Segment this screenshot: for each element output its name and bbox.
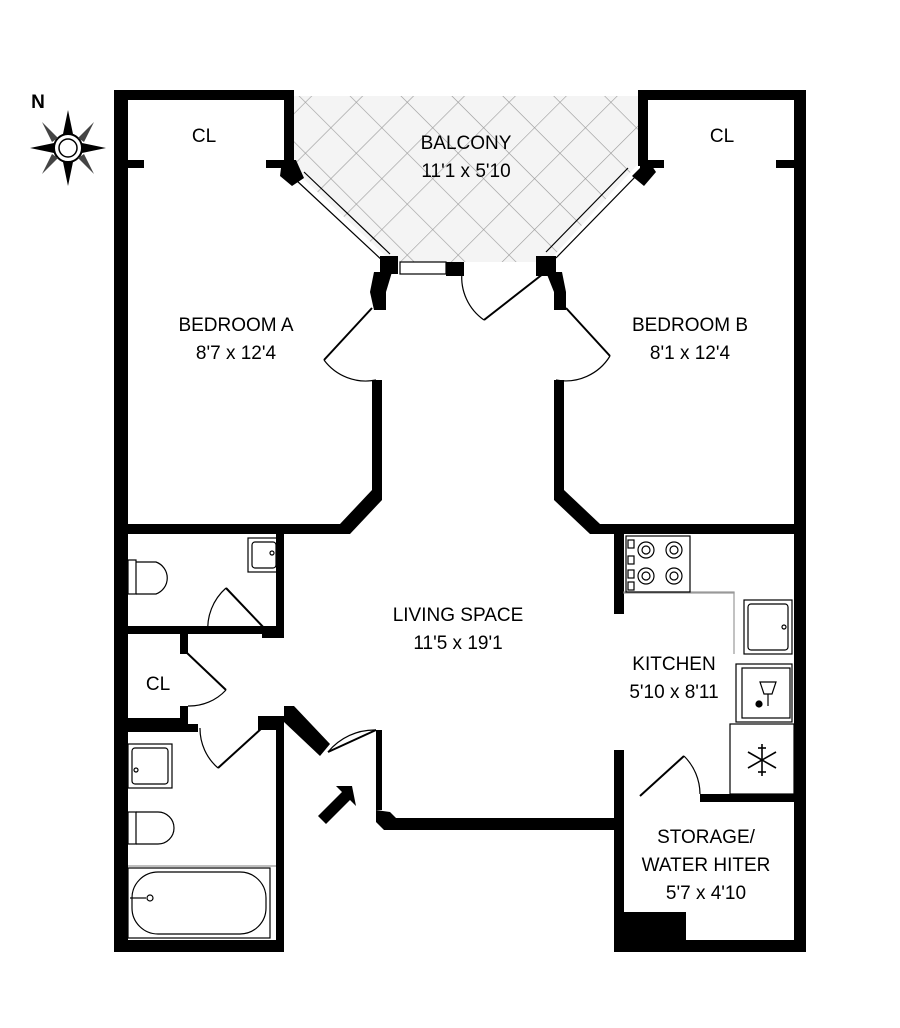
walls — [114, 90, 806, 952]
living-space-size: 11'5 x 19'1 — [413, 633, 502, 654]
sink-icon — [743, 599, 793, 655]
doors — [185, 269, 701, 797]
refrigerator-icon — [729, 723, 795, 795]
sink-icon — [247, 537, 281, 573]
toilet-icon — [127, 559, 168, 595]
kitchen-label: KITCHEN — [632, 654, 715, 675]
balcony-label: BALCONY — [421, 133, 512, 154]
entry-arrow-icon — [318, 786, 356, 824]
bathroom-2-fixtures — [127, 743, 276, 939]
balcony-floor — [292, 96, 638, 262]
bathroom-1-fixtures — [127, 537, 281, 595]
stove-icon — [625, 535, 691, 593]
bedroom-a-label: BEDROOM A — [178, 315, 293, 336]
kitchen-fixtures — [623, 535, 795, 795]
storage-label-line2: WATER HITER — [642, 855, 771, 876]
closet-hall-label: CL — [146, 674, 170, 695]
bedroom-b-size: 8'1 x 12'4 — [650, 343, 731, 364]
living-space-label: LIVING SPACE — [393, 605, 524, 626]
closet-b-label: CL — [710, 126, 734, 147]
sink-icon — [127, 743, 173, 789]
storage-label: STORAGE/ — [657, 827, 756, 848]
balcony-glazing — [295, 167, 637, 275]
balcony-size: 11'1 x 5'10 — [421, 161, 510, 182]
kitchen-size: 5'10 x 8'11 — [629, 682, 718, 703]
compass-north-label: N — [31, 92, 45, 113]
closet-a-label: CL — [192, 126, 216, 147]
bathtub-icon — [127, 867, 271, 939]
dishwasher-icon — [735, 663, 793, 723]
bedroom-a-size: 8'7 x 12'4 — [196, 343, 277, 364]
compass-rose-icon — [30, 110, 106, 186]
toilet-icon — [127, 811, 175, 845]
bedroom-b-label: BEDROOM B — [632, 315, 748, 336]
storage-size: 5'7 x 4'10 — [666, 883, 746, 904]
